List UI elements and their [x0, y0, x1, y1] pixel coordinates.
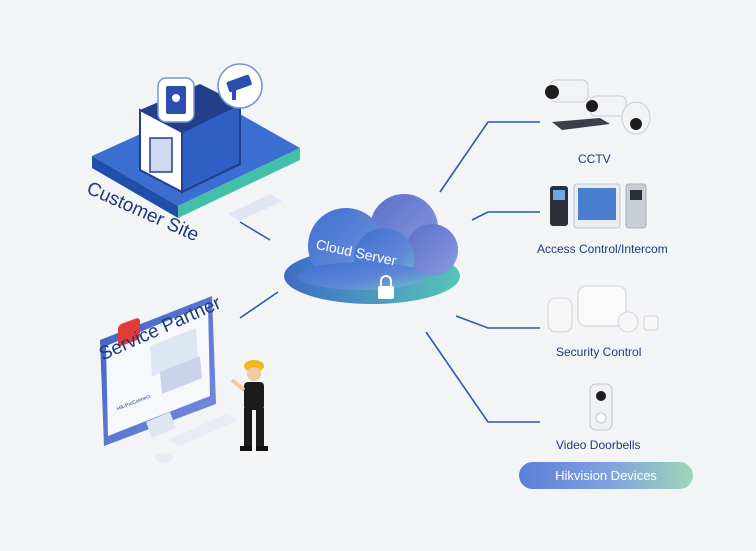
pir-sensor [547, 297, 573, 333]
cloud-back-puff-2 [406, 224, 458, 276]
door-station-camera [630, 190, 642, 200]
camera-mount-icon [232, 90, 236, 100]
door-contact [643, 315, 659, 331]
line-security [455, 315, 540, 329]
line-access [471, 211, 540, 221]
technician-illustration [230, 360, 268, 451]
nvr-recorder [552, 118, 610, 130]
technician-leg-left [244, 408, 252, 448]
cctv-devices-illustration [545, 79, 651, 135]
doorbell-body [589, 383, 613, 431]
line-cctv [439, 121, 540, 193]
doorbell-button [595, 412, 607, 424]
security-devices-illustration [547, 285, 659, 333]
keyboard [168, 414, 238, 446]
hikvision-devices-badge: Hikvision Devices [519, 462, 693, 489]
cloud-server-illustration [284, 194, 460, 304]
monitor-stand [146, 412, 176, 438]
technician-shoe-left [240, 446, 252, 451]
technician-arm [230, 378, 246, 392]
technician-head [247, 367, 261, 381]
lock-shackle-icon [380, 275, 392, 286]
mouse [155, 453, 173, 463]
doorbell-camera [596, 391, 606, 401]
ptz-camera-lens [630, 118, 642, 130]
site-platform-side-left [92, 156, 178, 218]
device-label-video-doorbells: Video Doorbells [556, 438, 641, 452]
site-platform-side-right [178, 148, 300, 218]
technician-body [244, 382, 264, 410]
security-hub [577, 285, 627, 327]
camera-icon [226, 74, 252, 93]
technician-shoe-right [256, 446, 268, 451]
bullet-camera-1-lens [545, 85, 559, 99]
device-label-security-control: Security Control [556, 345, 642, 359]
house-wall-right [181, 102, 241, 194]
access-terminal-screen [553, 190, 565, 200]
device-label-access-control: Access Control/Intercom [537, 242, 668, 256]
technician-leg-right [256, 408, 264, 448]
bullet-camera-2-lens [586, 100, 598, 112]
connector-lines [239, 121, 540, 423]
doorbell-illustration [589, 383, 613, 431]
site-panel [228, 194, 282, 221]
line-customer-cloud [239, 221, 271, 241]
customer-site-illustration [92, 63, 300, 221]
access-control-devices-illustration [550, 183, 647, 229]
screen-window-2 [160, 356, 202, 394]
siren [617, 311, 639, 333]
indoor-station-screen [578, 188, 616, 220]
hard-hat [244, 360, 264, 372]
screen-window-1 [150, 328, 198, 376]
intercom-lens-icon [172, 94, 180, 102]
cloud-front-bottom [298, 262, 426, 290]
lock-body-icon [378, 286, 394, 299]
line-partner-cloud [239, 291, 279, 319]
service-partner-illustration [100, 296, 238, 463]
house-door [149, 137, 173, 173]
app-icon [118, 318, 140, 346]
device-label-cctv: CCTV [578, 152, 611, 166]
line-doorbell [425, 331, 540, 423]
